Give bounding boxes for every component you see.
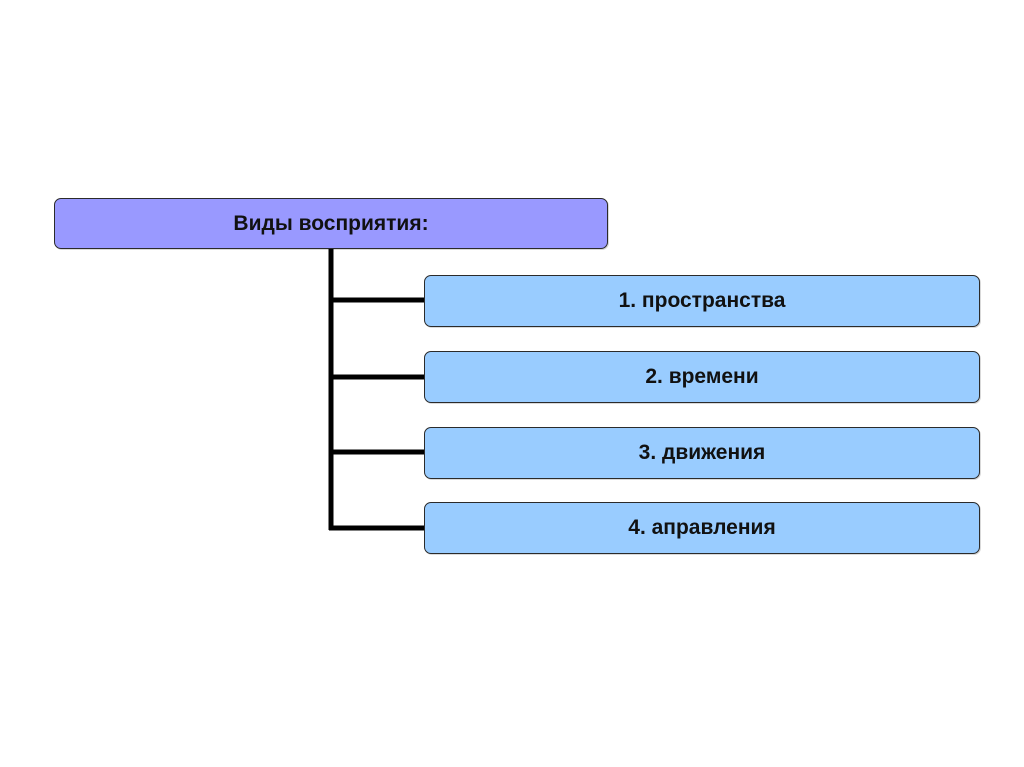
- root-node-label: Виды восприятия:: [233, 211, 429, 235]
- child-node-4: 4. аправления: [424, 502, 980, 554]
- child-node-1: 1. пространства: [424, 275, 980, 327]
- child-node-label: 3. движения: [638, 441, 766, 464]
- child-node-3: 3. движения: [424, 427, 980, 479]
- child-node-2: 2. времени: [424, 351, 980, 403]
- child-node-label: 2. времени: [645, 365, 759, 388]
- root-node: Виды восприятия:: [54, 198, 608, 249]
- child-node-label: 4. аправления: [628, 516, 776, 539]
- child-node-label: 1. пространства: [618, 289, 786, 312]
